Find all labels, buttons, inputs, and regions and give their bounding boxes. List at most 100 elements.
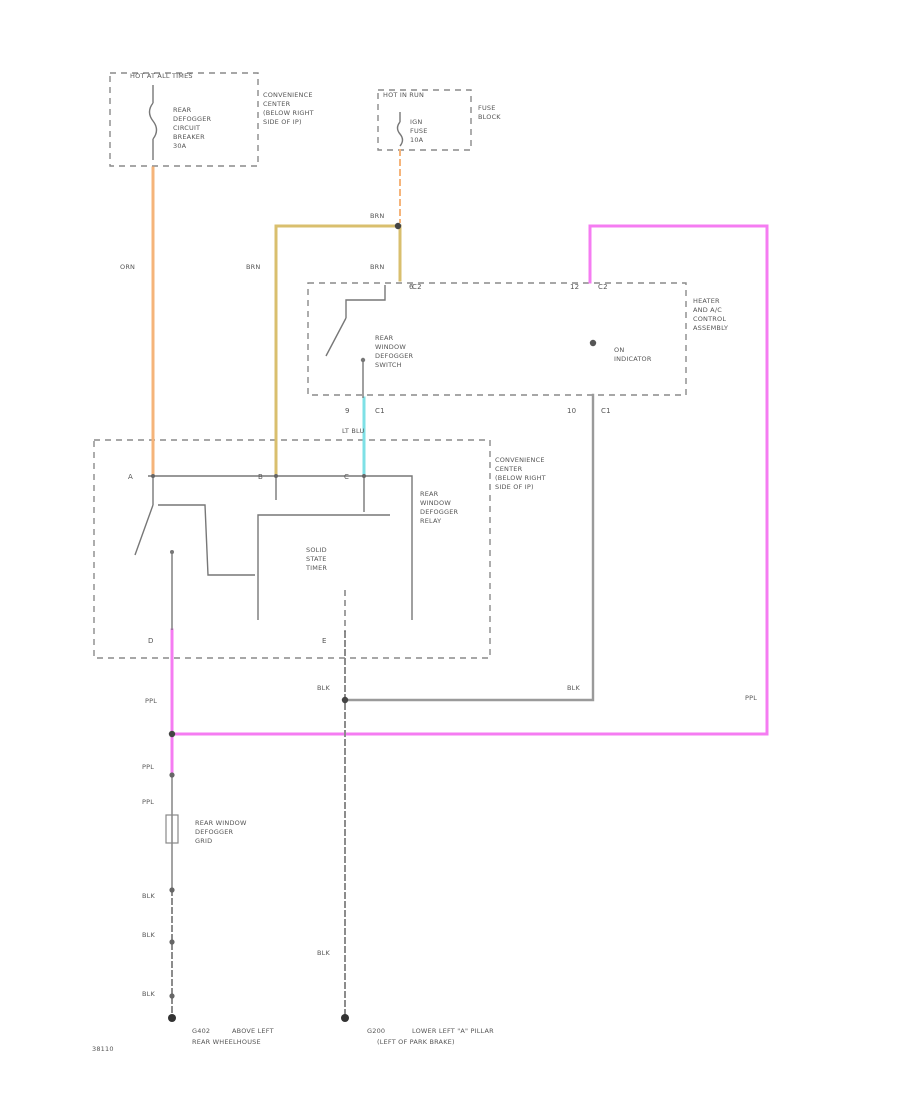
- pin-c2-left: C2: [412, 283, 422, 291]
- fuse-box-header: HOT IN RUN: [383, 91, 424, 99]
- relay-pin-c: C: [344, 473, 349, 481]
- fuse-symbol: [396, 112, 404, 147]
- relay-pin-a: A: [128, 473, 133, 481]
- label-brn-1: BRN: [370, 212, 384, 220]
- control-box-label: CONTROL: [693, 315, 726, 323]
- breaker-location-line: CENTER: [263, 100, 291, 108]
- figure-id: 38110: [92, 1045, 114, 1053]
- wire-blk-indicator: [343, 393, 595, 702]
- breaker-location-line: (BELOW RIGHT: [263, 109, 314, 117]
- relay-box: [93, 439, 491, 659]
- grid-label: GRID: [195, 837, 212, 845]
- switch-label: WINDOW: [375, 343, 406, 351]
- relay-pin-e: E: [322, 637, 327, 645]
- connector-grid-top: [169, 772, 175, 778]
- splice-brn: [394, 222, 402, 230]
- control-box-label: AND A/C: [693, 306, 722, 314]
- breaker-component-line: CIRCUIT: [173, 124, 200, 132]
- control-box-label: HEATER: [693, 297, 720, 305]
- fuse-location-line: BLOCK: [478, 113, 501, 121]
- indicator-node: [589, 339, 597, 347]
- relay-pin-c-dot: [362, 474, 366, 478]
- pin-c1-left: C1: [375, 407, 385, 415]
- connector-g402-a: [169, 939, 175, 945]
- splice-blk: [341, 696, 349, 704]
- connector-grid-bottom: [169, 887, 175, 893]
- relay-label: REAR: [420, 490, 439, 498]
- breaker-location-line: CONVENIENCE: [263, 91, 313, 99]
- breaker-component-line: BREAKER: [173, 133, 205, 141]
- relay-box-location: CONVENIENCE: [495, 456, 545, 464]
- relay-contact-dot: [170, 550, 174, 554]
- indicator-label: ON: [614, 346, 624, 354]
- fuse-location-line: FUSE: [478, 104, 496, 112]
- pin-10: 10: [567, 407, 576, 415]
- ground-g402-terminal: [168, 1014, 176, 1022]
- relay-pin-b: B: [258, 473, 263, 481]
- wire-brn-left: [274, 224, 400, 478]
- relay-box-location: SIDE OF IP): [495, 483, 534, 491]
- label-brn-2: BRN: [246, 263, 260, 271]
- fuse-component-line: 10A: [410, 136, 424, 144]
- label-grid-bottom: BLK: [142, 892, 155, 900]
- breaker-location-line: SIDE OF IP): [263, 118, 302, 126]
- switch-contact: [360, 357, 366, 363]
- breaker-component-line: REAR: [173, 106, 192, 114]
- label-brn-3: BRN: [370, 263, 384, 271]
- breaker-box-header: HOT AT ALL TIMES: [130, 72, 193, 80]
- hvac-control-box: [307, 282, 687, 396]
- grid-element: [165, 814, 179, 844]
- relay-pin-d: D: [148, 637, 154, 645]
- label-blk-2: BLK: [567, 684, 580, 692]
- timer-outline: [257, 514, 390, 620]
- ground-g200-id: G200: [367, 1027, 385, 1035]
- ground-g200-location: (LEFT OF PARK BRAKE): [377, 1038, 455, 1046]
- label-ppl-3: PPL: [142, 763, 154, 771]
- label-ppl-4: PPL: [142, 798, 154, 806]
- timer-label: SOLID: [306, 546, 327, 554]
- label-ppl-1: PPL: [145, 697, 157, 705]
- wire-ppl-loop: [170, 224, 769, 736]
- relay-box-location: CENTER: [495, 465, 523, 473]
- indicator-label: INDICATOR: [614, 355, 652, 363]
- breaker-component-line: DEFOGGER: [173, 115, 212, 123]
- label-orn: ORN: [120, 263, 135, 271]
- switch-label: REAR: [375, 334, 394, 342]
- relay-label: DEFOGGER: [420, 508, 459, 516]
- pin-12: 12: [570, 283, 579, 291]
- label-blk-3: BLK: [142, 931, 155, 939]
- pin-9: 9: [345, 407, 350, 415]
- ground-g200-terminal: [341, 1014, 349, 1022]
- label-blk-1: BLK: [317, 684, 330, 692]
- grid-label: DEFOGGER: [195, 828, 234, 836]
- switch-label: DEFOGGER: [375, 352, 414, 360]
- timer-label: TIMER: [305, 564, 327, 572]
- relay-coil-path: [158, 504, 255, 576]
- ground-g402-location: REAR WHEELHOUSE: [192, 1038, 261, 1046]
- splice-ppl: [168, 730, 176, 738]
- timer-label: STATE: [306, 555, 327, 563]
- relay-pin-b-dot: [274, 474, 278, 478]
- grid-label: REAR WINDOW: [195, 819, 247, 827]
- relay-label: WINDOW: [420, 499, 451, 507]
- pin-c2-right: C2: [598, 283, 608, 291]
- label-ppl-2: PPL: [745, 694, 757, 702]
- breaker-component-line: 30A: [173, 142, 187, 150]
- relay-box-location: (BELOW RIGHT: [495, 474, 546, 482]
- switch-label: SWITCH: [375, 361, 402, 369]
- label-lt-blu: LT BLU: [342, 427, 365, 435]
- pin-6: 6: [409, 283, 414, 291]
- fuse-component-line: FUSE: [410, 127, 428, 135]
- pin-c1-right: C1: [601, 407, 611, 415]
- relay-bus: [148, 475, 413, 620]
- circuit-breaker-symbol: [148, 85, 158, 160]
- connector-g402-b: [169, 993, 175, 999]
- ground-g200-location: LOWER LEFT "A" PILLAR: [412, 1027, 494, 1035]
- relay-label: RELAY: [420, 517, 441, 525]
- ground-g402-location: ABOVE LEFT: [232, 1027, 274, 1035]
- defogger-switch-symbol: [325, 285, 386, 398]
- fuse-component-line: IGN: [410, 118, 422, 126]
- label-blk-4: BLK: [142, 990, 155, 998]
- relay-contact: [134, 476, 173, 630]
